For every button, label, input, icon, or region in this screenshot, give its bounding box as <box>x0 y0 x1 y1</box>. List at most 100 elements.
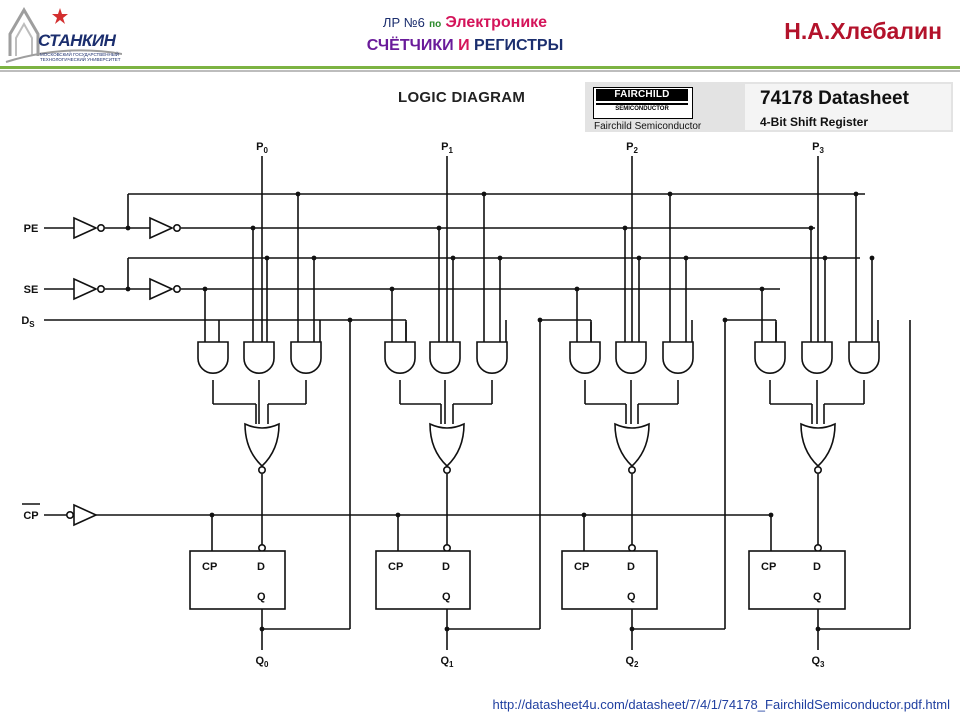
fairchild-logo: FAIRCHILD <box>596 89 688 101</box>
junction-dot <box>497 255 503 261</box>
junction-dot <box>264 255 270 261</box>
lab-number: ЛР №6 <box>382 15 425 30</box>
buffer-gate <box>149 216 174 240</box>
junction-dot <box>869 255 875 261</box>
junction-dot <box>853 191 859 197</box>
inversion-bubble <box>97 224 106 233</box>
buffer-gate <box>73 503 98 527</box>
slide-header: СТАНКИН Московский государственный техно… <box>0 0 960 72</box>
logo-subtitle: Московский государственный технологическ… <box>40 52 121 62</box>
input-label-pe: PE <box>24 223 39 235</box>
inversion-bubble <box>173 285 182 294</box>
input-label-cp: CP <box>23 510 38 522</box>
junction-dot <box>202 286 208 292</box>
lab-subject: Электронике <box>445 14 548 31</box>
ff-pin-d: D <box>257 561 265 573</box>
junction-dot <box>768 512 774 518</box>
ff-pin-d: D <box>813 561 821 573</box>
parallel-input-p0: P0 <box>256 141 268 155</box>
ff-pin-cp: CP <box>202 561 217 573</box>
and-gate <box>476 341 508 374</box>
buffer-gate <box>73 216 98 240</box>
ff-pin-d: D <box>442 561 450 573</box>
and-gate <box>569 341 601 374</box>
header-divider-shadow <box>0 70 960 72</box>
output-label-q1: Q1 <box>440 655 454 669</box>
flip-flop <box>189 550 286 610</box>
and-gate <box>615 341 647 374</box>
ff-pin-q: Q <box>442 591 451 603</box>
junction-dot <box>574 286 580 292</box>
junction-dot <box>759 286 765 292</box>
and-gate <box>384 341 416 374</box>
lab-title: ЛР №6 по Электронике <box>300 14 630 32</box>
ff-pin-cp: CP <box>388 561 403 573</box>
source-url[interactable]: http://datasheet4u.com/datasheet/7/4/1/7… <box>492 697 950 712</box>
ff-pin-q: Q <box>627 591 636 603</box>
or-gate <box>244 422 280 468</box>
inversion-bubble <box>442 465 451 474</box>
junction-dot <box>683 255 689 261</box>
and-gate <box>429 341 461 374</box>
lab-preposition: по <box>429 19 442 30</box>
topic-part2: РЕГИСТРЫ <box>474 37 564 54</box>
inversion-bubble <box>173 224 182 233</box>
junction-dot <box>250 225 256 231</box>
junction-dot <box>125 286 131 292</box>
flip-flop <box>748 550 846 610</box>
junction-dot <box>395 512 401 518</box>
datasheet-title-panel <box>745 84 951 130</box>
input-label-ds: DS <box>21 315 35 329</box>
and-gate <box>197 341 229 374</box>
or-gate <box>429 422 465 468</box>
output-label-q2: Q2 <box>625 655 639 669</box>
and-gate <box>243 341 275 374</box>
parallel-input-p1: P1 <box>441 141 453 155</box>
diagram-title: LOGIC DIAGRAM <box>398 89 526 106</box>
stankin-logo: СТАНКИН Московский государственный техно… <box>4 4 123 66</box>
datasheet-subtitle: 4-Bit Shift Register <box>760 115 869 129</box>
junction-dot <box>636 255 642 261</box>
author-name: Н.А.Хлебалин <box>784 18 942 44</box>
junction-dot <box>808 225 814 231</box>
and-gate <box>290 341 322 374</box>
buffer-gate <box>73 277 98 301</box>
fairchild-logo-bar <box>596 103 688 105</box>
junction-dot <box>822 255 828 261</box>
ff-pin-cp: CP <box>761 561 776 573</box>
and-gate <box>754 341 786 374</box>
topic-conjunction: И <box>458 37 470 54</box>
inversion-bubble <box>257 465 266 474</box>
junction-dot <box>622 225 628 231</box>
junction-dot <box>481 191 487 197</box>
or-gate <box>800 422 836 468</box>
junction-dot <box>436 225 442 231</box>
junction-dot <box>295 191 301 197</box>
ff-pin-q: Q <box>257 591 266 603</box>
lab-topic: СЧЁТЧИКИ И РЕГИСТРЫ <box>300 37 630 55</box>
inversion-bubble <box>97 285 106 294</box>
ff-pin-d: D <box>627 561 635 573</box>
manufacturer-caption: Fairchild Semiconductor <box>594 121 702 132</box>
parallel-input-p2: P2 <box>626 141 638 155</box>
parallel-input-p3: P3 <box>812 141 824 155</box>
logo-wordmark: СТАНКИН <box>38 31 116 50</box>
output-label-q0: Q0 <box>255 655 269 669</box>
topic-part1: СЧЁТЧИКИ <box>366 37 454 54</box>
fairchild-logo-sub: SEMICONDUCTOR <box>615 106 669 112</box>
flip-flop <box>375 550 471 610</box>
stankin-emblem-icon <box>5 7 123 63</box>
junction-dot <box>581 512 587 518</box>
flip-flop <box>561 550 658 610</box>
junction-dot <box>667 191 673 197</box>
datasheet-title: 74178 Datasheet <box>760 88 909 109</box>
inversion-bubble <box>627 465 636 474</box>
junction-dot <box>209 512 215 518</box>
header-divider <box>0 66 960 69</box>
and-gate <box>801 341 833 374</box>
ff-pin-cp: CP <box>574 561 589 573</box>
and-gate <box>662 341 694 374</box>
input-label-se: SE <box>24 284 39 296</box>
